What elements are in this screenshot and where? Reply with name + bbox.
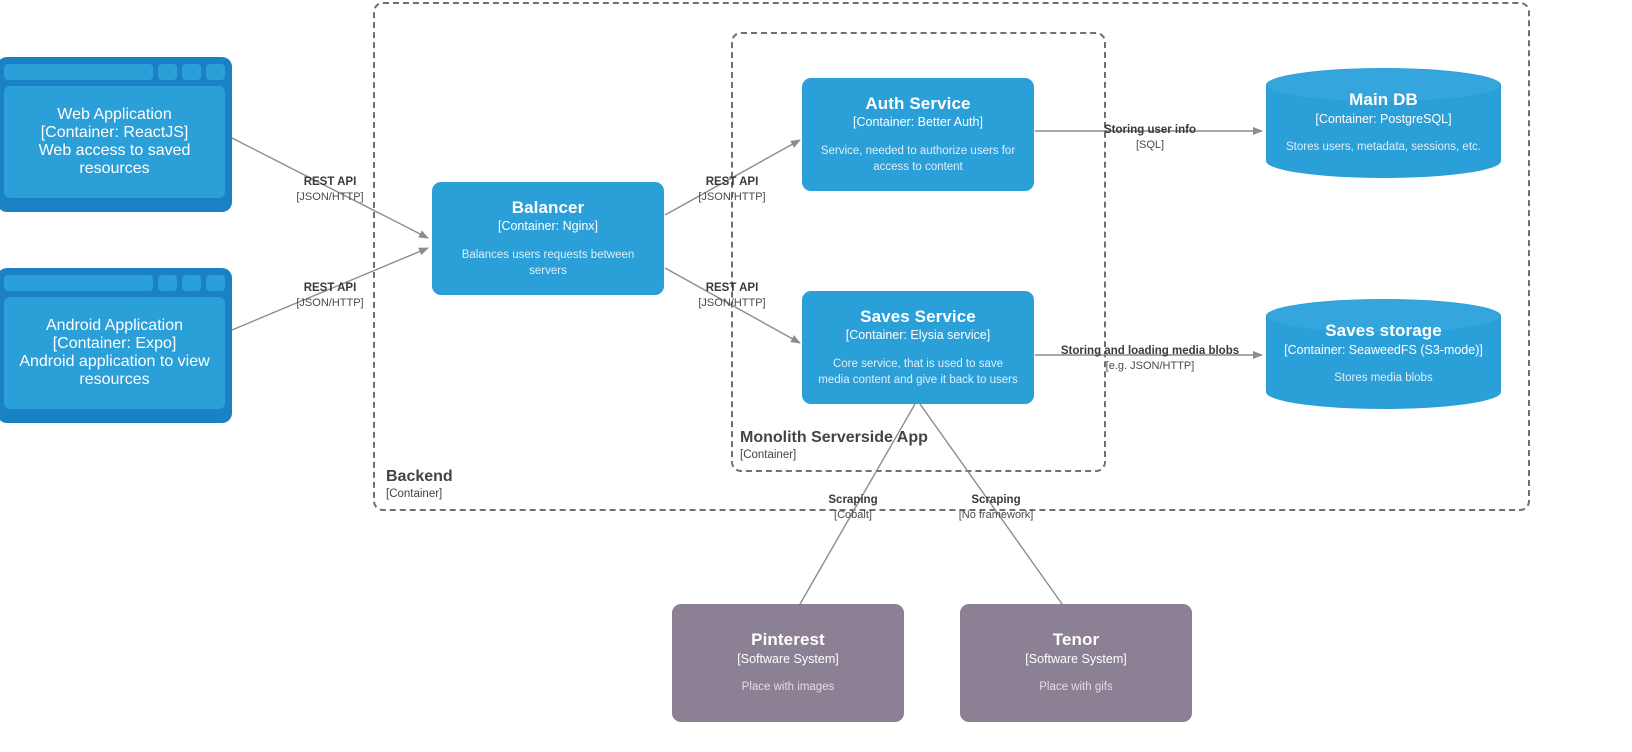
- boundary-monolith-label: Monolith Serverside App [Container]: [740, 429, 928, 463]
- node-auth-service[interactable]: Auth Service [Container: Better Auth] Se…: [802, 78, 1034, 191]
- edge-label-auth-to-maindb: Storing user info [SQL]: [1089, 124, 1211, 152]
- edge-label-tech: [Cobalt]: [834, 508, 872, 521]
- node-title: Android Application: [46, 317, 183, 334]
- node-description: Stores media blobs: [1334, 372, 1433, 385]
- browser-address-bar: [4, 64, 153, 80]
- browser-maximize-icon: [182, 275, 201, 291]
- node-tenor[interactable]: Tenor [Software System] Place with gifs: [960, 604, 1192, 722]
- edge-label-title: Storing and loading media blobs: [1060, 345, 1240, 357]
- browser-close-icon: [206, 275, 225, 291]
- node-description: Service, needed to authorize users for a…: [820, 144, 1016, 173]
- cylinder-top: [1266, 68, 1501, 102]
- node-saves-storage[interactable]: Saves storage [Container: SeaweedFS (S3-…: [1266, 299, 1501, 409]
- node-description: Stores users, metadata, sessions, etc.: [1286, 141, 1481, 154]
- node-title: Saves Service: [860, 306, 976, 326]
- node-type: [Container: PostgreSQL]: [1315, 111, 1452, 126]
- node-title: Balancer: [511, 197, 585, 217]
- boundary-backend-title: Backend: [386, 468, 453, 485]
- node-body: Android Application [Container: Expo] An…: [4, 297, 225, 409]
- node-balancer[interactable]: Balancer [Container: Nginx] Balances use…: [432, 182, 664, 295]
- node-type: [Container: Nginx]: [497, 219, 599, 234]
- node-description: Web access to saved resources: [38, 142, 191, 177]
- edge-label-title: Scraping: [971, 494, 1021, 506]
- edge-label-android-to-balancer: REST API [JSON/HTTP]: [270, 282, 390, 310]
- node-type: [Software System]: [737, 651, 839, 666]
- node-description: Core service, that is used to save media…: [818, 357, 1018, 386]
- node-android-application[interactable]: Android Application [Container: Expo] An…: [0, 268, 232, 423]
- browser-minimize-icon: [158, 64, 177, 80]
- node-title: Web Application: [57, 106, 172, 123]
- edge-label-title: REST API: [705, 282, 759, 294]
- edge-label-tech: [JSON/HTTP]: [698, 296, 766, 309]
- node-title: Main DB: [1349, 90, 1418, 110]
- node-description: Balances users requests between servers: [461, 248, 635, 277]
- browser-close-icon: [206, 64, 225, 80]
- boundary-monolith: [731, 32, 1106, 472]
- edge-label-saves-to-storage: Storing and loading media blobs [e.g. JS…: [1036, 345, 1264, 373]
- edge-label-tech: [JSON/HTTP]: [296, 190, 364, 203]
- node-pinterest[interactable]: Pinterest [Software System] Place with i…: [672, 604, 904, 722]
- boundary-monolith-title: Monolith Serverside App: [740, 429, 928, 446]
- edge-label-title: REST API: [705, 176, 759, 188]
- edge-label-tech: [JSON/HTTP]: [296, 296, 364, 309]
- browser-address-bar: [4, 275, 153, 291]
- edge-label-title: Storing user info: [1104, 124, 1196, 136]
- browser-maximize-icon: [182, 64, 201, 80]
- node-body: Web Application [Container: ReactJS] Web…: [4, 86, 225, 198]
- node-type: [Container: Better Auth]: [853, 115, 983, 130]
- node-type: [Container: SeaweedFS (S3-mode)]: [1284, 342, 1483, 357]
- edge-label-tech: [No framework]: [958, 508, 1034, 521]
- edge-label-web-to-balancer: REST API [JSON/HTTP]: [270, 176, 390, 204]
- edge-label-title: Scraping: [828, 494, 878, 506]
- edge-label-tech: [SQL]: [1135, 138, 1165, 151]
- node-title: Pinterest: [751, 630, 825, 650]
- edge-label-balancer-to-auth: REST API [JSON/HTTP]: [672, 176, 792, 204]
- edge-label-tech: [JSON/HTTP]: [698, 190, 766, 203]
- edge-label-saves-to-tenor: Scraping [No framework]: [936, 494, 1056, 522]
- edge-label-balancer-to-saves: REST API [JSON/HTTP]: [672, 282, 792, 310]
- node-type: [Container: Expo]: [52, 335, 177, 352]
- boundary-monolith-subtitle: [Container]: [740, 449, 797, 462]
- boundary-backend-label: Backend [Container]: [386, 468, 453, 502]
- edge-label-saves-to-pinterest: Scraping [Cobalt]: [793, 494, 913, 522]
- edge-label-title: REST API: [303, 282, 357, 294]
- browser-minimize-icon: [158, 275, 177, 291]
- edge-label-tech: [e.g. JSON/HTTP]: [1105, 359, 1195, 372]
- node-type: [Container: Elysia service]: [845, 328, 991, 343]
- node-body: Main DB [Container: PostgreSQL] Stores u…: [1266, 68, 1501, 178]
- node-title: Tenor: [1052, 630, 1100, 650]
- node-type: [Container: ReactJS]: [40, 124, 189, 141]
- node-description: Android application to view resources: [19, 353, 210, 388]
- browser-chrome: [4, 64, 225, 80]
- node-main-db[interactable]: Main DB [Container: PostgreSQL] Stores u…: [1266, 68, 1501, 178]
- cylinder-top: [1266, 299, 1501, 333]
- boundary-backend-subtitle: [Container]: [386, 488, 443, 501]
- node-description: Place with images: [741, 681, 835, 694]
- edge-label-title: REST API: [303, 176, 357, 188]
- browser-chrome: [4, 275, 225, 291]
- node-body: Saves storage [Container: SeaweedFS (S3-…: [1266, 299, 1501, 409]
- node-type: [Software System]: [1025, 651, 1127, 666]
- node-title: Auth Service: [865, 93, 971, 113]
- node-web-application[interactable]: Web Application [Container: ReactJS] Web…: [0, 57, 232, 212]
- node-description: Place with gifs: [1039, 681, 1113, 694]
- node-saves-service[interactable]: Saves Service [Container: Elysia service…: [802, 291, 1034, 404]
- node-title: Saves storage: [1325, 321, 1442, 341]
